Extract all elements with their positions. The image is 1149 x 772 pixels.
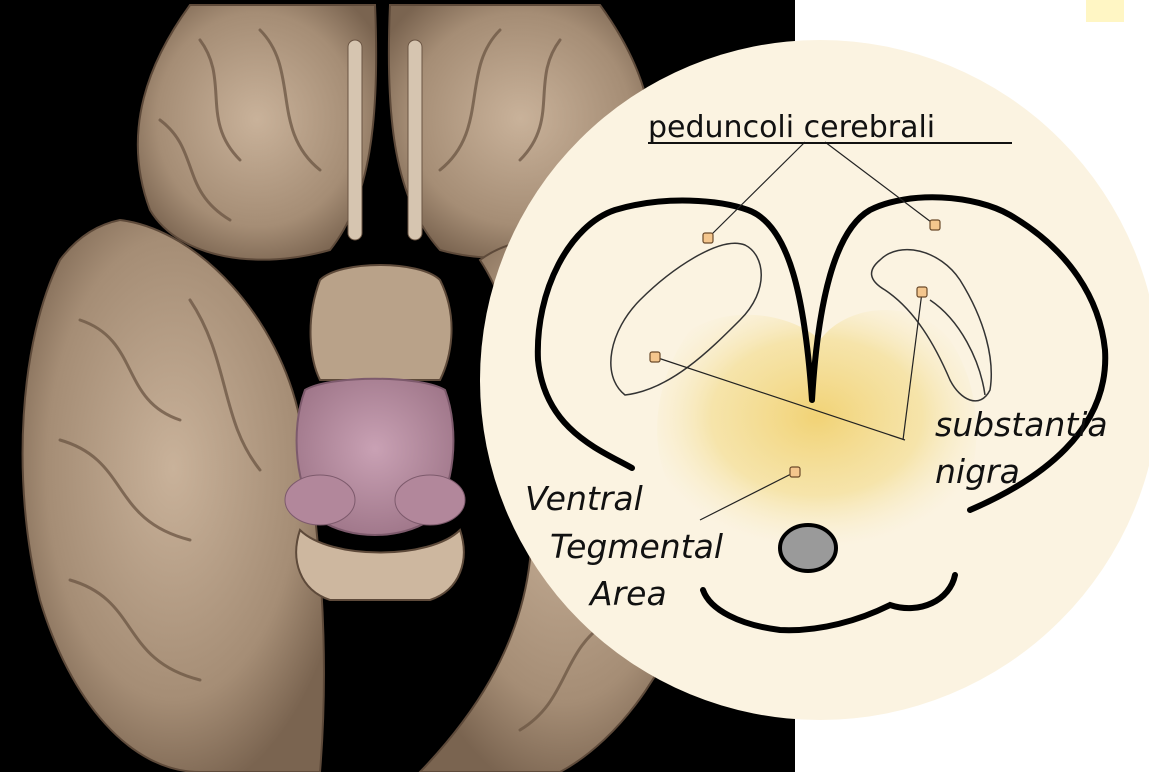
corner-tab [1086,0,1124,22]
label-cerebral-peduncles: peduncoli cerebrali [648,110,935,145]
olfactory-tract-left [348,40,362,240]
label-nigra: nigra [935,452,1020,491]
brainstem-region [311,265,452,380]
olfactory-tract-right [408,40,422,240]
inset-diagram: peduncoli cerebrali substantia nigra Ven… [480,40,1149,720]
cerebral-aqueduct [780,525,836,571]
marker-vta [790,467,800,477]
label-substantia: substantia [935,405,1108,444]
label-ventral: Ventral [525,479,643,518]
midbrain-lower-lobe-right [395,475,465,525]
label-area: Area [588,574,667,613]
label-tegmental: Tegmental [550,527,723,566]
marker-substantia-right [917,287,927,297]
marker-peduncle-right [930,220,940,230]
marker-substantia-left [650,352,660,362]
midbrain-lower-lobe-left [285,475,355,525]
marker-peduncle-left [703,233,713,243]
